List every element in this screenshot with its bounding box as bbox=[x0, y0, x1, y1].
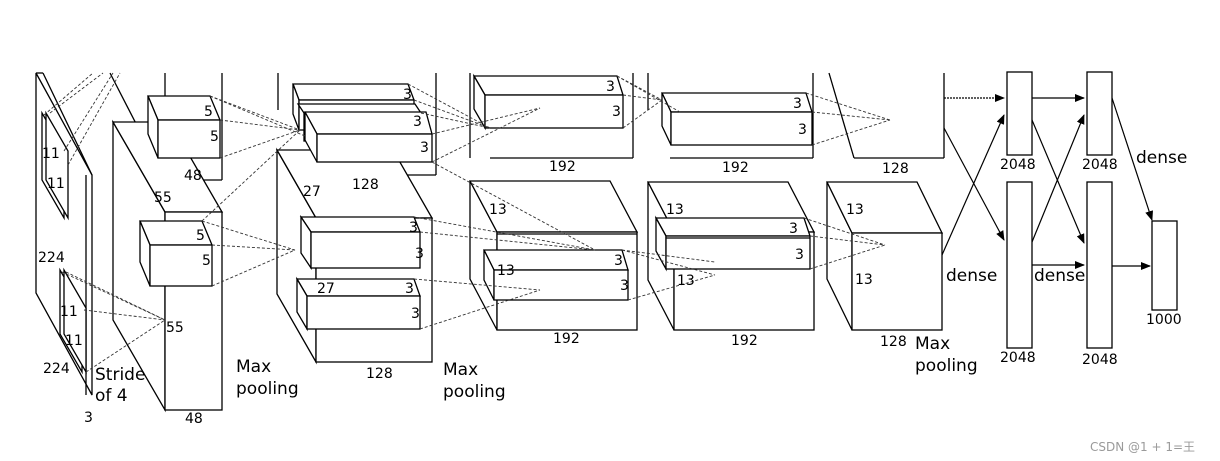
conv3-size-label: 13 bbox=[489, 202, 507, 218]
conv4-top-stream bbox=[647, 73, 814, 159]
dense-label-2: dense bbox=[1034, 266, 1085, 286]
dense-label-3: dense bbox=[1136, 148, 1187, 168]
conv1-size-label: 55 bbox=[154, 190, 172, 206]
conv1-kernel-d-label: 5 bbox=[202, 253, 211, 269]
conv3-kernel-2-label: 3 bbox=[612, 104, 621, 120]
conv5-size-inner-label: 13 bbox=[855, 272, 873, 288]
conv1-kernel-b-label: 5 bbox=[210, 129, 219, 145]
conv3-top-stream bbox=[469, 73, 634, 159]
conv4-size-label: 13 bbox=[666, 202, 684, 218]
conv3-kernel-1-label: 3 bbox=[606, 79, 615, 95]
stride-label-line1: Stride bbox=[95, 365, 145, 385]
conv3-kernel-bottom bbox=[482, 249, 629, 301]
pool3-label-line1: Max bbox=[915, 334, 950, 354]
input-kernel-top bbox=[41, 110, 69, 221]
fc6-top bbox=[1006, 71, 1033, 156]
fc6-bottom-label: 2048 bbox=[1000, 350, 1036, 366]
input-depth-label: 3 bbox=[84, 410, 93, 426]
fc7-bottom bbox=[1086, 181, 1113, 349]
conv4-depth-top-label: 192 bbox=[722, 160, 749, 176]
conv4-kernel-3-label: 3 bbox=[789, 221, 798, 237]
fc6-top-label: 2048 bbox=[1000, 157, 1036, 173]
conv3-depth-bottom-label: 192 bbox=[553, 331, 580, 347]
conv2-depth-label: 128 bbox=[352, 177, 379, 193]
pool2-label-line2: pooling bbox=[443, 382, 506, 402]
conv5-depth-top-label: 128 bbox=[882, 161, 909, 177]
pool1-label-line1: Max bbox=[236, 357, 271, 377]
conv2-size-label: 27 bbox=[303, 184, 321, 200]
input-kernel-w-label: 11 bbox=[47, 176, 65, 192]
conv5-depth-bottom-label: 128 bbox=[880, 334, 907, 350]
output-layer bbox=[1151, 220, 1178, 311]
conv2-kernel-3-label: 3 bbox=[420, 140, 429, 156]
conv4-kernel-2-label: 3 bbox=[798, 122, 807, 138]
input-kernel2-w-label: 11 bbox=[65, 333, 83, 349]
conv2-kernel-6-label: 3 bbox=[405, 281, 414, 297]
pool1-label-line2: pooling bbox=[236, 379, 299, 399]
dense-label-1: dense bbox=[946, 266, 997, 286]
connection-lines bbox=[43, 72, 891, 373]
input-kernel2-h-label: 11 bbox=[60, 304, 78, 320]
conv3-kernel-4-label: 3 bbox=[620, 278, 629, 294]
input-kernel-bottom bbox=[59, 267, 87, 375]
pool3-label-line2: pooling bbox=[915, 356, 978, 376]
conv3-kernel-3-label: 3 bbox=[614, 253, 623, 269]
arrows bbox=[941, 94, 1153, 270]
conv1-kernel-c-label: 5 bbox=[196, 228, 205, 244]
conv4-depth-bottom-label: 192 bbox=[731, 333, 758, 349]
conv5-bottom-stream bbox=[825, 181, 944, 331]
conv2-kernel-7-label: 3 bbox=[411, 306, 420, 322]
conv2-kernel-1-label: 3 bbox=[403, 87, 412, 103]
fc6-bottom bbox=[1006, 181, 1033, 349]
pool2-label-line1: Max bbox=[443, 360, 478, 380]
conv2-kernel-bottom-2 bbox=[295, 276, 421, 332]
conv2-kernel-top-3 bbox=[303, 111, 433, 163]
conv1-size-side-label: 55 bbox=[166, 320, 184, 336]
conv2-depth-bottom-label: 128 bbox=[366, 366, 393, 382]
conv4-kernel-4-label: 3 bbox=[795, 247, 804, 263]
conv2-kernel-bottom-1 bbox=[299, 214, 421, 271]
conv2-kernel-4-label: 3 bbox=[409, 220, 418, 236]
input-width-label: 224 bbox=[43, 361, 70, 377]
conv3-depth-top-label: 192 bbox=[549, 159, 576, 175]
conv4-kernel-top bbox=[660, 92, 813, 146]
conv1-kernel-a-label: 5 bbox=[204, 104, 213, 120]
conv5-size-label: 13 bbox=[846, 202, 864, 218]
conv4-kernel-bottom bbox=[654, 215, 811, 272]
watermark: CSDN @1 + 1=王 bbox=[1090, 440, 1195, 454]
conv2-kernel-2-label: 3 bbox=[413, 114, 422, 130]
fc7-bottom-label: 2048 bbox=[1082, 352, 1118, 368]
conv3-size-inner-label: 13 bbox=[497, 263, 515, 279]
stride-label-line2: of 4 bbox=[95, 386, 128, 406]
conv2-kernel-5-label: 3 bbox=[415, 246, 424, 262]
fc7-top-label: 2048 bbox=[1082, 157, 1118, 173]
conv5-top-stream bbox=[828, 72, 945, 159]
input-kernel-h-label: 11 bbox=[42, 146, 60, 162]
conv3-kernel-top bbox=[472, 73, 624, 131]
input-height-label: 224 bbox=[38, 250, 65, 266]
fc7-top bbox=[1086, 71, 1113, 156]
conv2-size-bottom-label: 27 bbox=[317, 281, 335, 297]
conv4-size-inner-label: 13 bbox=[677, 273, 695, 289]
output-label: 1000 bbox=[1146, 312, 1182, 328]
conv1-depth-bottom-label: 48 bbox=[185, 411, 203, 427]
conv4-kernel-1-label: 3 bbox=[793, 96, 802, 112]
conv1-depth-label: 48 bbox=[184, 168, 202, 184]
